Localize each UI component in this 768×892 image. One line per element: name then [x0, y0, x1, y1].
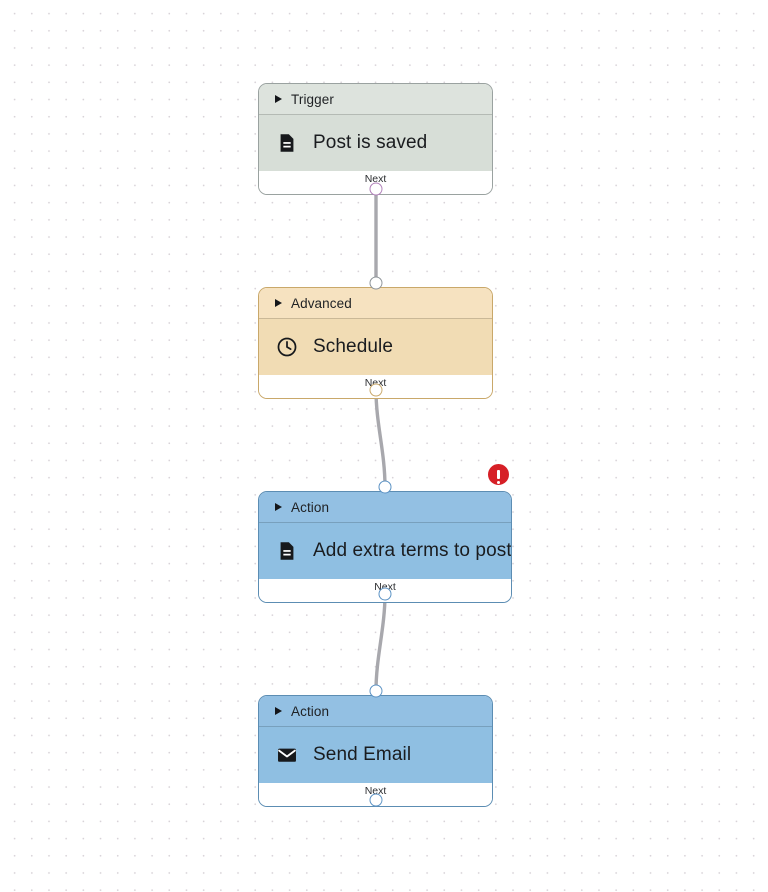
- node-body-trigger[interactable]: Post is saved: [259, 114, 492, 171]
- node-header-trigger[interactable]: Trigger: [259, 84, 492, 114]
- workflow-node-action-send-email[interactable]: Action Send Email Next: [258, 695, 493, 807]
- node-type-label: Action: [291, 703, 330, 719]
- next-label: Next: [364, 785, 387, 797]
- node-body-action[interactable]: Send Email: [259, 726, 492, 783]
- edge-advanced-to-action1: [374, 388, 387, 489]
- workflow-node-action-add-extra-terms[interactable]: Action Add extra terms to post Next: [258, 491, 512, 603]
- port-trigger-out[interactable]: [369, 182, 383, 196]
- error-exclamation-icon[interactable]: [487, 463, 510, 486]
- node-type-label: Advanced: [291, 295, 352, 311]
- next-label: Next: [364, 173, 387, 185]
- port-action1-in[interactable]: [378, 480, 392, 494]
- node-body-advanced[interactable]: Schedule: [259, 318, 492, 375]
- expand-triangle-icon[interactable]: [275, 299, 282, 307]
- node-type-label: Trigger: [291, 91, 334, 107]
- edge-action1-to-action2: [374, 592, 387, 693]
- node-title: Post is saved: [313, 132, 428, 153]
- node-title: Schedule: [313, 336, 394, 357]
- document-icon: [280, 134, 294, 152]
- port-action2-in[interactable]: [369, 684, 383, 698]
- expand-triangle-icon[interactable]: [275, 707, 282, 715]
- document-icon: [280, 542, 294, 560]
- port-advanced-out[interactable]: [369, 383, 383, 397]
- node-title: Add extra terms to post: [313, 540, 512, 561]
- workflow-node-trigger[interactable]: Trigger Post is saved Next: [258, 83, 493, 195]
- port-action2-out[interactable]: [369, 793, 383, 807]
- node-header-action[interactable]: Action: [259, 696, 492, 726]
- node-body-action[interactable]: Add extra terms to post: [259, 522, 511, 579]
- node-header-action[interactable]: Action: [259, 492, 511, 522]
- envelope-icon: [278, 748, 296, 762]
- expand-triangle-icon[interactable]: [275, 95, 282, 103]
- port-advanced-in[interactable]: [369, 276, 383, 290]
- expand-triangle-icon[interactable]: [275, 503, 282, 511]
- workflow-node-advanced[interactable]: Advanced Schedule Next: [258, 287, 493, 399]
- clock-icon: [277, 337, 297, 357]
- port-action1-out[interactable]: [378, 587, 392, 601]
- node-header-advanced[interactable]: Advanced: [259, 288, 492, 318]
- exclamation-mark: [496, 470, 501, 485]
- node-type-label: Action: [291, 499, 330, 515]
- node-title: Send Email: [313, 744, 412, 765]
